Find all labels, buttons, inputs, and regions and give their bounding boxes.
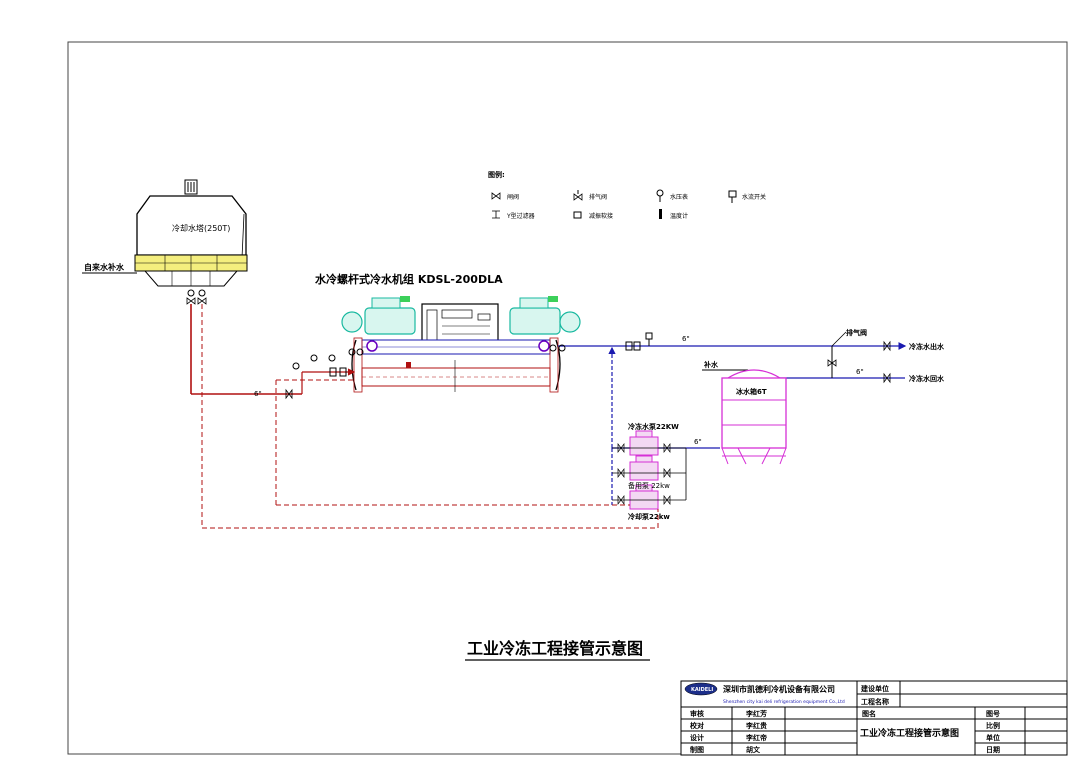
cooling-tower: 冷却水塔(250T) (134, 179, 248, 287)
supply-size: 6" (682, 335, 690, 343)
role-design: 设计 (690, 733, 704, 742)
chilled-return-label: 冷冻水回水 (909, 374, 945, 383)
unit-label: 单位 (986, 733, 1000, 742)
cooling-tower-label: 冷却水塔(250T) (172, 223, 230, 233)
drawing-name-label: 图名 (862, 709, 876, 718)
legend-exhaust-valve: 排气阀 (589, 193, 607, 201)
legend-flex-joint: 减振软接 (589, 212, 613, 220)
name-review: 李红芳 (745, 709, 767, 718)
legend-gate-valve: 闸阀 (507, 193, 519, 201)
company-logo (684, 682, 718, 696)
legend-pressure-gauge: 水压表 (670, 193, 688, 201)
return-size: 6" (856, 368, 864, 376)
ice-tank: 冰水箱6T (721, 369, 787, 465)
legend-thermometer: 温度计 (670, 212, 688, 220)
legend-title: 图例: (488, 170, 505, 179)
role-check: 校对 (690, 721, 704, 730)
project-name-label: 工程名称 (861, 697, 889, 706)
role-review: 审核 (690, 709, 704, 718)
company-name-en: Shenzhen city kai deli refrigeration equ… (723, 699, 845, 705)
drawing-main-title: 工业冷冻工程接管示意图 (467, 639, 643, 658)
name-check: 李红贵 (745, 721, 767, 730)
role-drafter: 制图 (690, 745, 704, 754)
makeup-water-label: 自来水补水 (84, 262, 125, 272)
pump-suction-size: 6" (694, 438, 702, 446)
legend-y-filter: Y型过滤器 (506, 212, 535, 220)
name-design: 李红帝 (745, 733, 767, 742)
ice-tank-label: 冰水箱6T (736, 387, 767, 396)
makeup-label: 补水 (703, 360, 719, 369)
cooling-size: 6" (254, 390, 262, 398)
cooling-pump-label: 冷却泵22kw (628, 512, 670, 521)
chilled-out-label: 冷冻水出水 (909, 342, 945, 351)
date-label: 日期 (986, 745, 1000, 754)
pump-group (612, 430, 687, 510)
company-name-cn: 深圳市凯德利冷机设备有限公司 (723, 684, 835, 694)
drawing-no-label: 图号 (986, 709, 1000, 718)
legend-flow-switch: 水流开关 (742, 193, 766, 201)
chiller-model-label: 水冷螺杆式冷水机组 KDSL-200DLA (315, 272, 503, 286)
name-drafter: 胡文 (746, 745, 761, 754)
chiller-unit (341, 296, 581, 393)
exhaust-valve-label: 排气阀 (846, 328, 867, 337)
title-block: KAIDELI 深圳市凯德利冷机设备有限公司 Shenzhen city kai… (680, 680, 1068, 756)
legend: 图例: 闸阀 排气阀 水压表 水流开关 Y型过滤器 减振软接 温度计 (488, 170, 766, 220)
standby-pump-label: 备用泵 22kw (628, 481, 670, 490)
chilled-pump-label: 冷冻水泵22KW (628, 422, 679, 431)
build-unit-label: 建设单位 (861, 684, 889, 693)
drawing-frame (67, 41, 1068, 755)
scale-label: 比例 (986, 721, 1000, 730)
drawing-name-value: 工业冷冻工程接管示意图 (860, 727, 959, 739)
svg-text:KAIDELI: KAIDELI (691, 687, 713, 693)
